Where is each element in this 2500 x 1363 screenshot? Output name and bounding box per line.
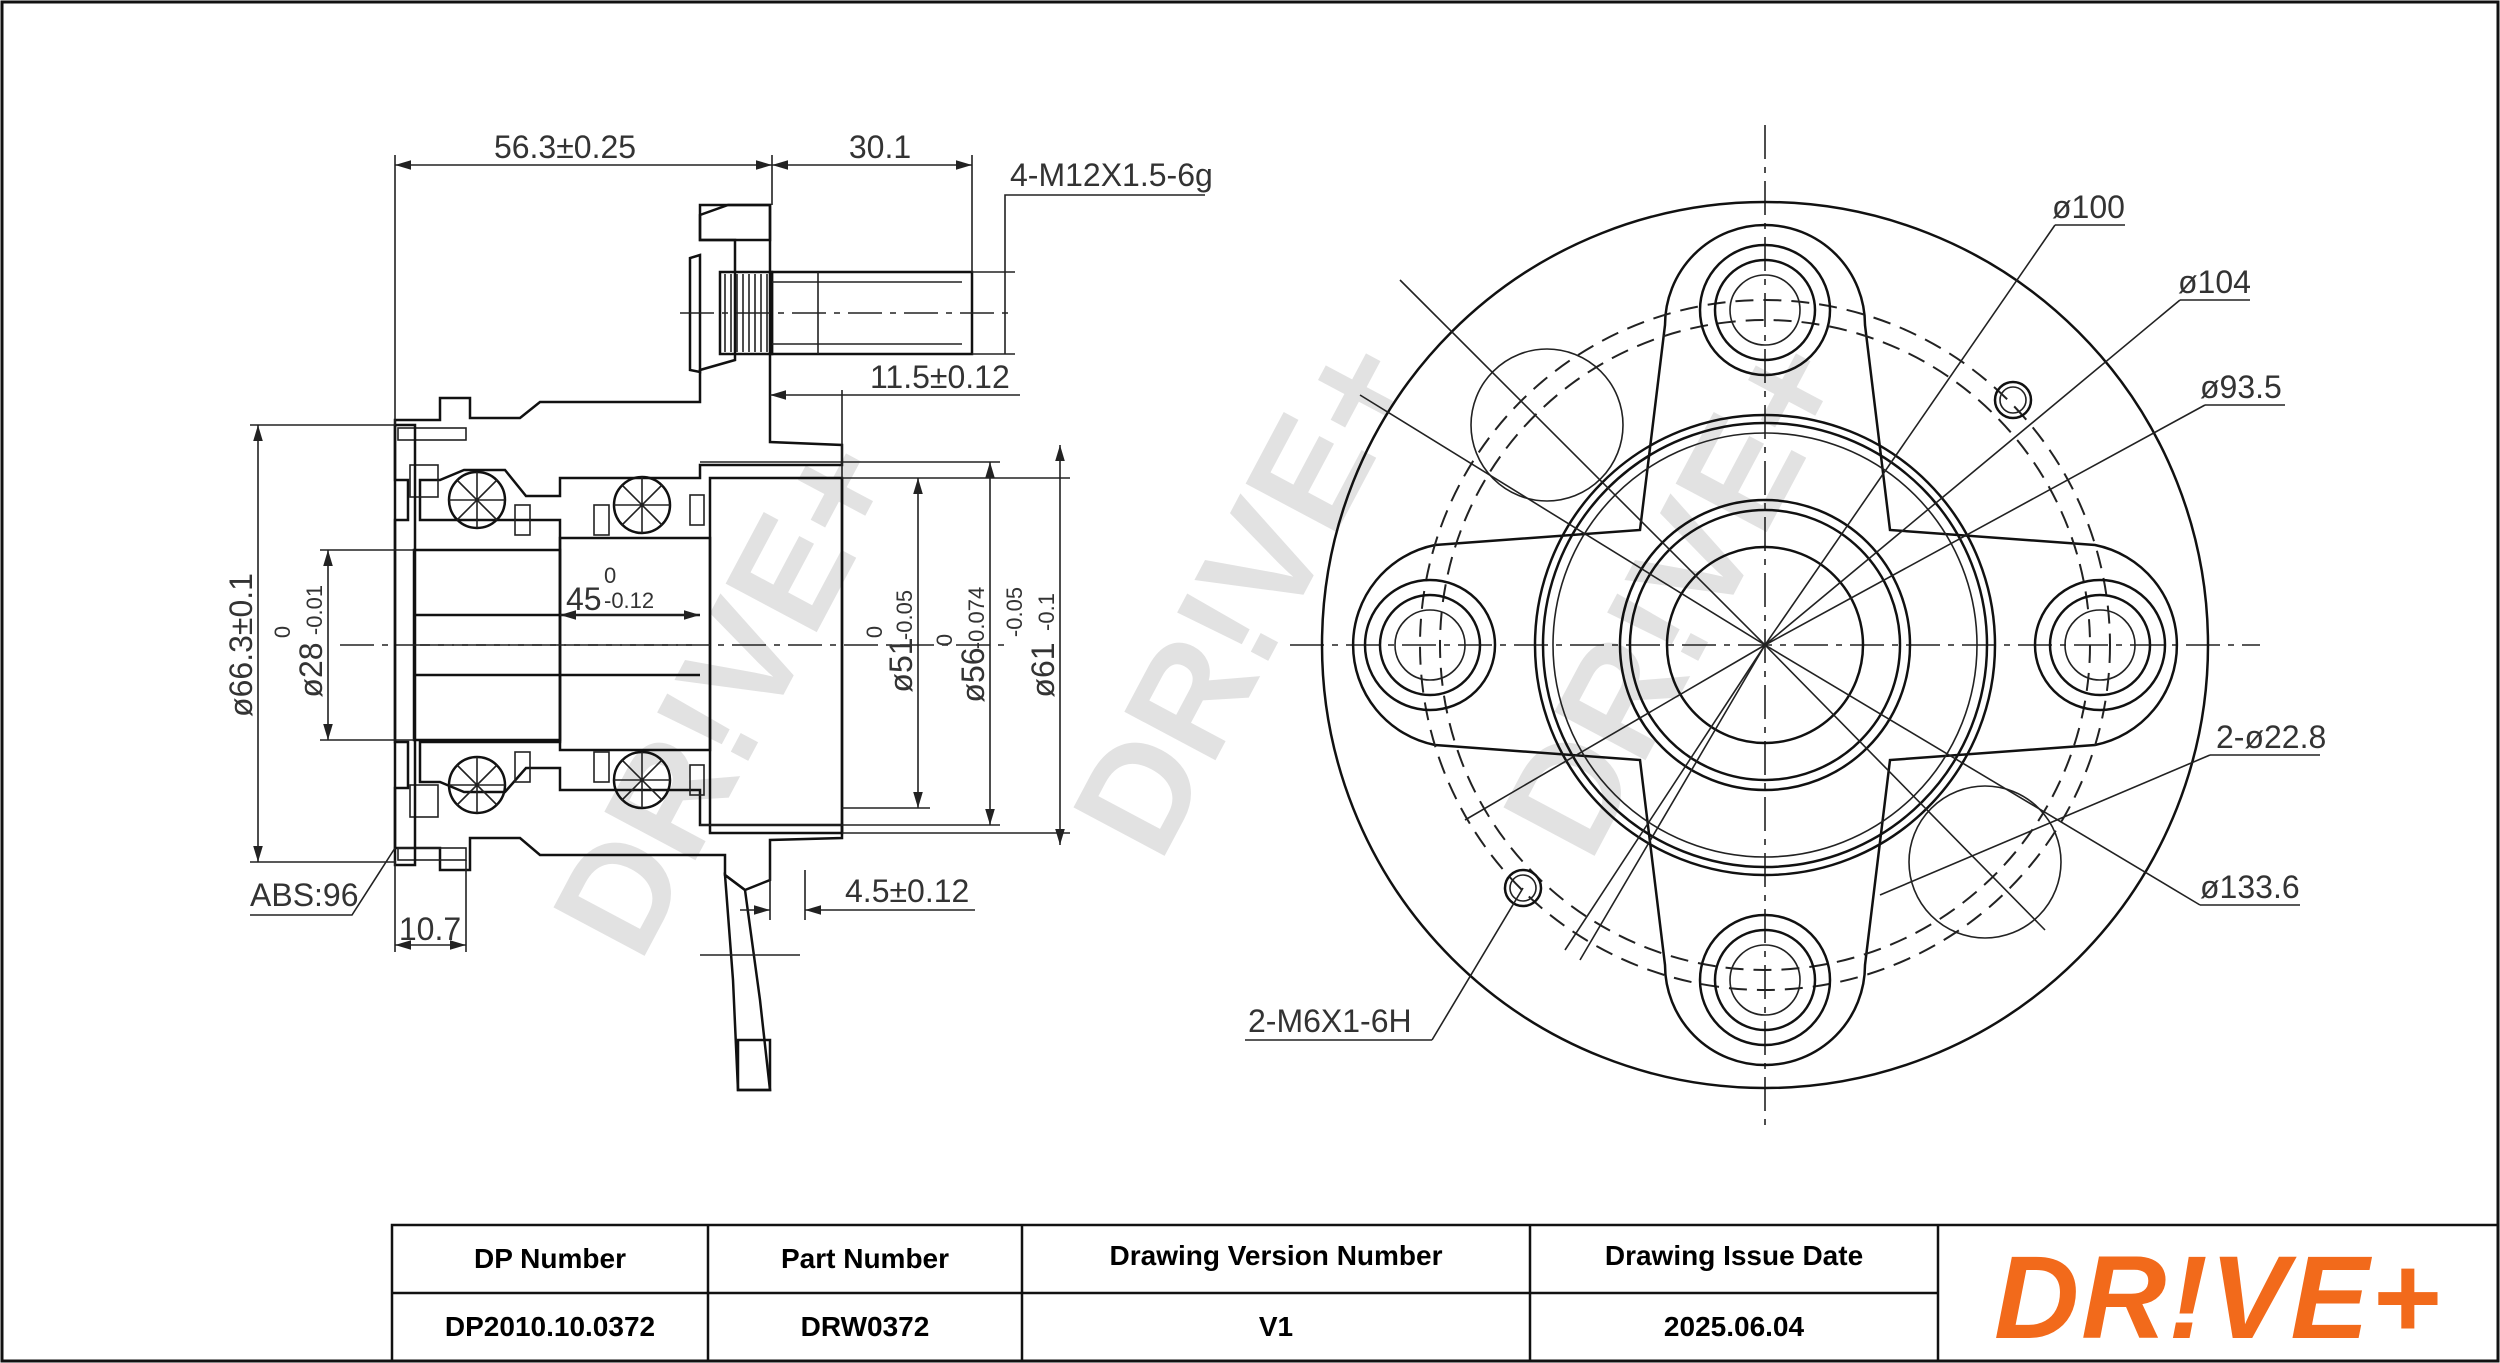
dim-pilot-61-lower-tol: -0.1: [1034, 593, 1059, 631]
dim-pilot-56-upper-tol: 0: [932, 634, 957, 646]
dim-bore-28-lower-tol: -0.01: [302, 585, 327, 635]
value-part-number: DRW0372: [801, 1311, 930, 1342]
dim-seal-width: 10.7: [399, 911, 461, 947]
value-drawing-version: V1: [1259, 1311, 1293, 1342]
dim-hub-width: 56.3±0.25: [494, 129, 636, 165]
dim-bore-outer: ø66.3±0.1: [223, 573, 259, 717]
dim-thread: 4-M12X1.5-6g: [1010, 157, 1213, 193]
bearing-balls: [447, 470, 672, 815]
title-block: DP Number Part Number Drawing Version Nu…: [390, 1223, 2500, 1363]
dim-abs: ABS:96: [250, 877, 359, 913]
wheel-stud: [680, 253, 1010, 374]
dim-pilot-51: ø51: [883, 637, 919, 692]
dim-pilot-61-upper-tol: -0.05: [1002, 587, 1027, 637]
dim-pilot-56-lower-tol: -0.074: [964, 587, 989, 649]
dim-bore-28: ø28: [293, 642, 329, 697]
header-issue-date: Drawing Issue Date: [1605, 1240, 1863, 1271]
drive-logo: DR!VE+: [1994, 1232, 2442, 1363]
front-view: ø100 ø104 ø93.5 2-ø22.8 ø133.6 2-M6X1-6H: [1245, 125, 2326, 1130]
header-drawing-version: Drawing Version Number: [1110, 1240, 1443, 1271]
dim-pilot-56: ø56: [955, 647, 991, 702]
dim-flange-thickness: 4.5±0.12: [845, 873, 969, 909]
header-part-number: Part Number: [781, 1243, 949, 1274]
flange-outline: [1351, 223, 2179, 1067]
seals: [397, 427, 705, 861]
stud-holes: [1363, 243, 2167, 1047]
dim-flange-offset: 11.5±0.12: [870, 359, 1010, 395]
flange-lower: [723, 872, 772, 1092]
hub-body: [393, 203, 844, 892]
dim-tapped-holes: 2-M6X1-6H: [1248, 1003, 1412, 1039]
dim-bore-28-upper-tol: 0: [270, 626, 295, 638]
tapped-hole-lower: [1503, 868, 1543, 908]
flange-upper: [698, 203, 772, 242]
section-view: 56.3±0.25 30.1 4-M12X1.5-6g 11.5±0.12 45…: [223, 129, 1213, 1092]
dim-pcd-104: ø104: [2178, 264, 2251, 300]
dim-133-6: ø133.6: [2200, 869, 2300, 905]
front-dimension-labels: ø100 ø104 ø93.5 2-ø22.8 ø133.6 2-M6X1-6H: [1248, 189, 2326, 1039]
watermark-right: DR!VE+: [1470, 311, 1879, 879]
dim-pilot-61: ø61: [1025, 642, 1061, 697]
front-leaders: [1245, 224, 2320, 1041]
dim-holes-22-8: 2-ø22.8: [2216, 719, 2326, 755]
relief-hole-lower: [1908, 785, 2062, 939]
section-dimension-labels: 56.3±0.25 30.1 4-M12X1.5-6g 11.5±0.12 45…: [223, 129, 1213, 947]
tapped-hole-upper: [1993, 380, 2033, 420]
dim-pcd-100: ø100: [2052, 189, 2125, 225]
value-issue-date: 2025.06.04: [1664, 1311, 1805, 1342]
dim-pilot-51-lower-tol: -0.05: [892, 590, 917, 640]
dim-inner-width: 45: [566, 581, 602, 617]
dim-stud-length: 30.1: [849, 129, 911, 165]
dim-inner-width-upper-tol: 0: [604, 563, 616, 588]
dim-inner-width-lower-tol: -0.12: [604, 588, 654, 613]
flange-lower-tip: [736, 1038, 772, 1092]
header-dp-number: DP Number: [474, 1243, 626, 1274]
value-dp-number: DP2010.10.0372: [445, 1311, 655, 1342]
dim-pilot-51-upper-tol: 0: [862, 626, 887, 638]
relief-hole-upper: [1470, 348, 1624, 502]
dim-93-5: ø93.5: [2200, 369, 2282, 405]
section-dimensions: [250, 155, 1205, 956]
